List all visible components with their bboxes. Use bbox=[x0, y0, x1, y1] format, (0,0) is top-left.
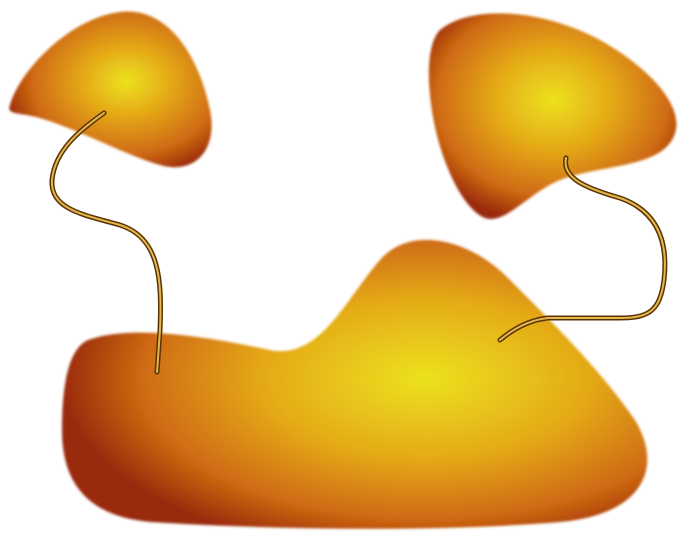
bottom-main-blob bbox=[62, 240, 647, 529]
left-upper-blob bbox=[9, 12, 211, 168]
right-upper-blob bbox=[429, 13, 676, 219]
